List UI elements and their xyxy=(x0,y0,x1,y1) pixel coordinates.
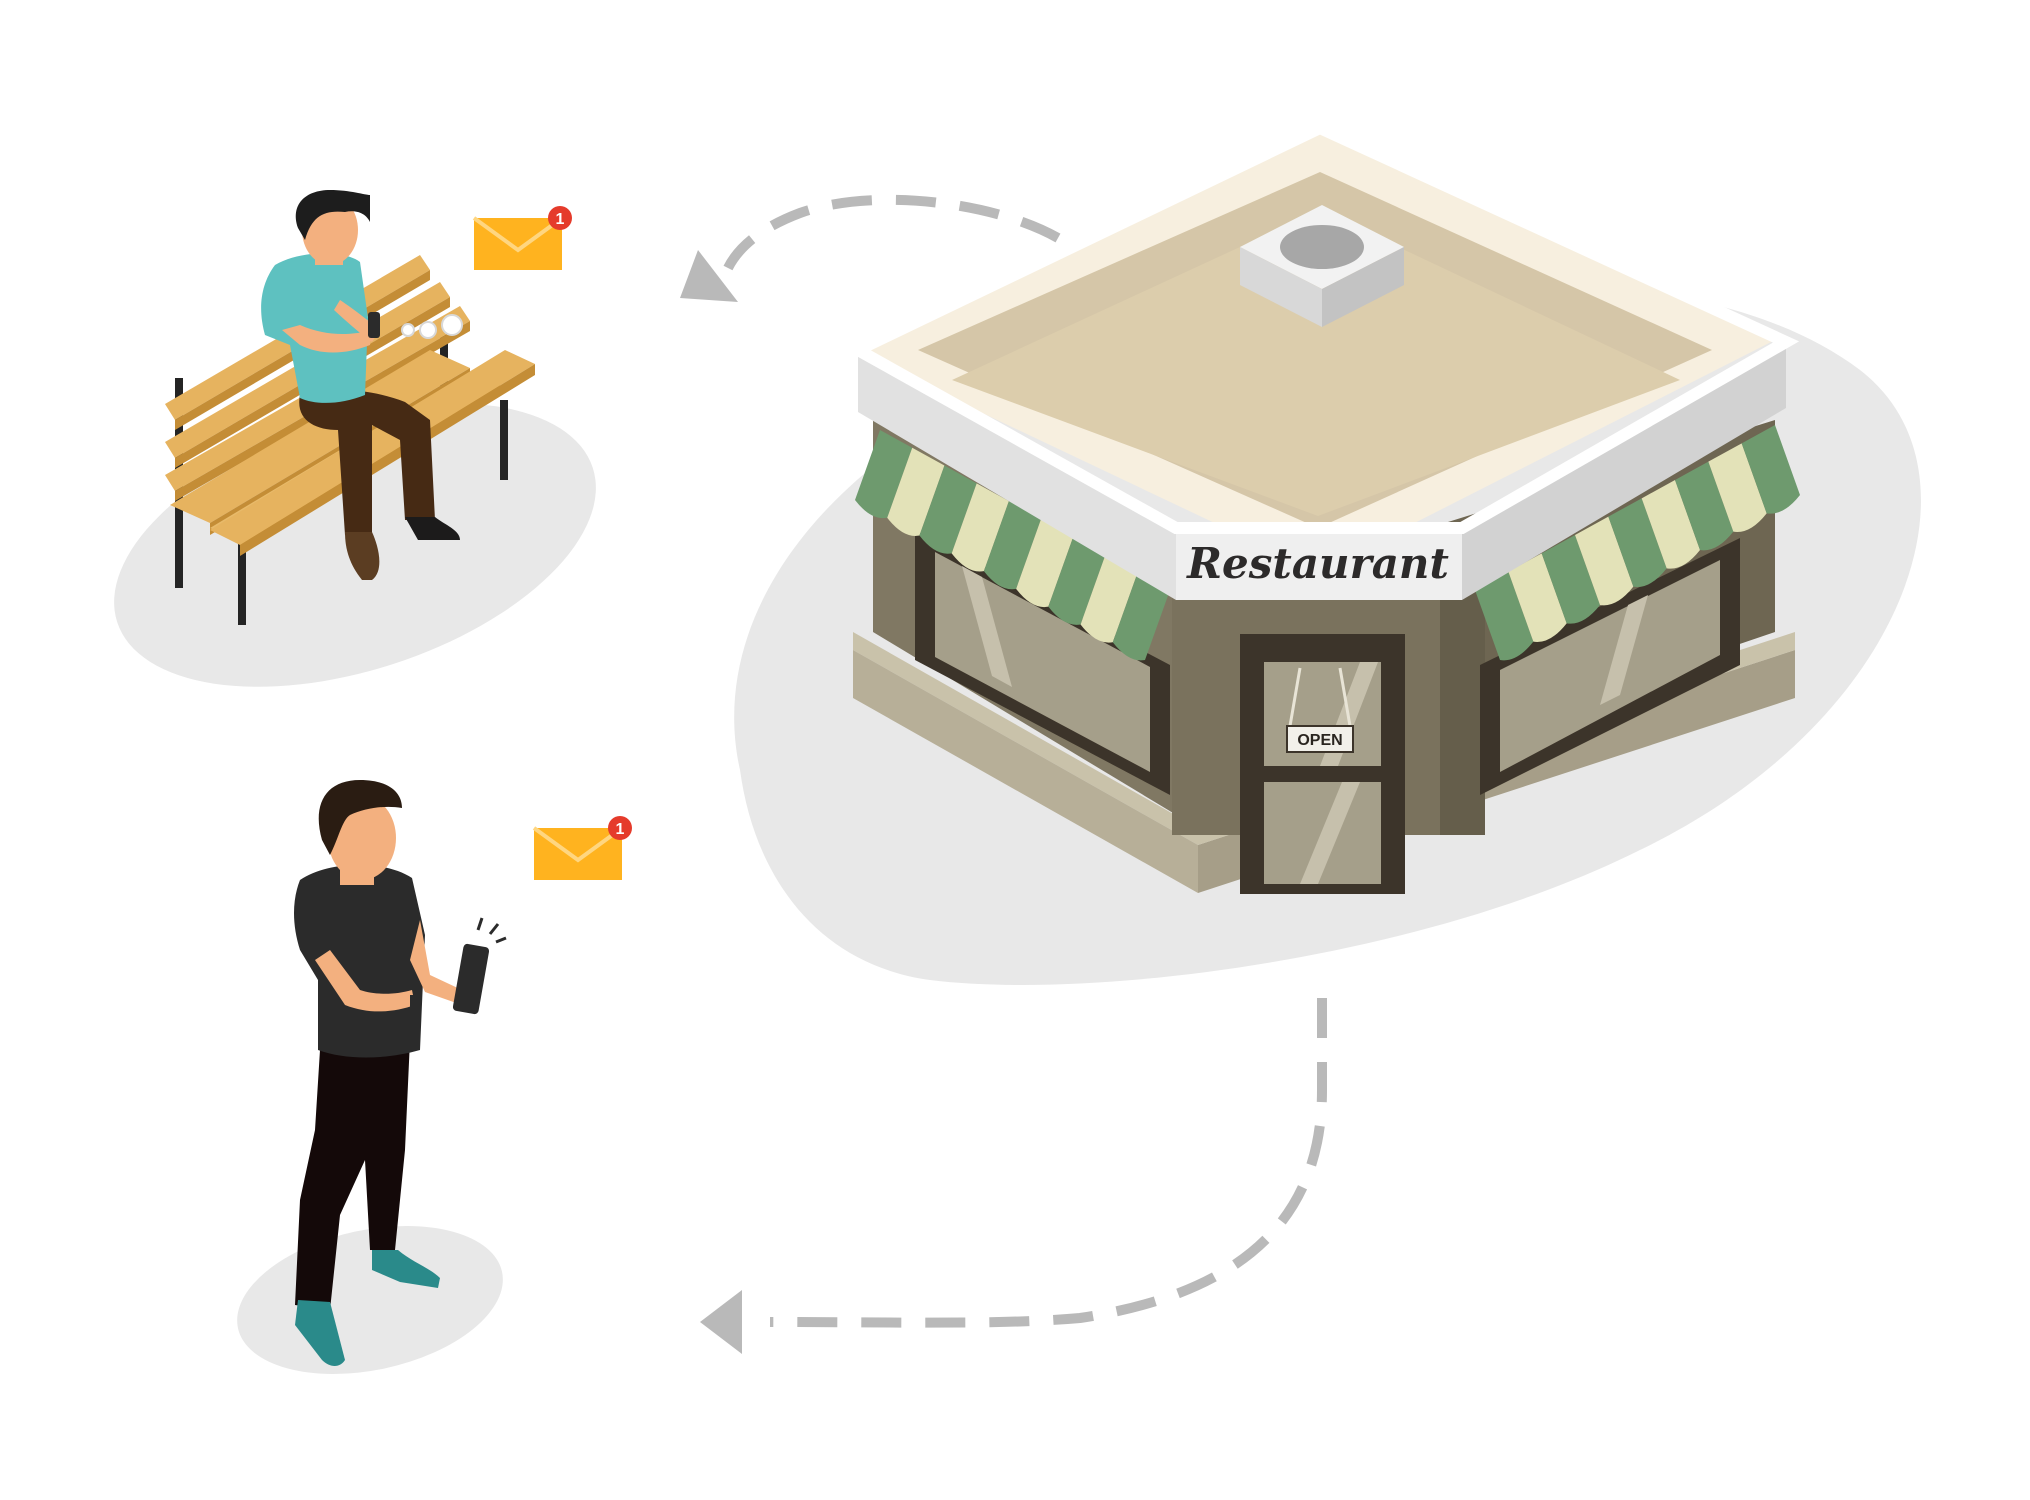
awning-stripe xyxy=(855,430,913,519)
front-pillar-shadow xyxy=(1440,590,1485,835)
bench-notification: 1 xyxy=(472,206,572,270)
bottom-flow-arrow xyxy=(700,998,1327,1354)
standing-person-phone-icon xyxy=(452,943,490,1015)
roof-vent-right xyxy=(1322,247,1404,327)
awning-stripe xyxy=(919,465,977,554)
top-flow-arrow xyxy=(680,194,1061,302)
open-sign xyxy=(1286,725,1354,753)
awning-stripe xyxy=(951,483,1009,572)
awning-stripe xyxy=(1608,498,1667,588)
notification-badge-count: 1 xyxy=(556,211,565,228)
bench-scene: 1 xyxy=(165,190,572,625)
standing-person-hair xyxy=(318,780,402,855)
standing-person-pants xyxy=(295,1040,410,1310)
awning-stripe xyxy=(983,501,1042,590)
standing-person-arm xyxy=(410,920,462,1005)
roof-parapet-left-face xyxy=(858,350,1176,600)
phone-vibration-icon xyxy=(476,917,507,944)
awning-stripe xyxy=(1016,518,1074,608)
bench-seat-slat xyxy=(170,350,470,523)
base-left-top xyxy=(853,632,1198,845)
base-left-face xyxy=(853,650,1198,893)
typing-dot xyxy=(419,321,437,339)
standing-person xyxy=(294,780,507,1366)
roof-vent-hole xyxy=(1280,225,1364,269)
sitting-person-shirt xyxy=(261,253,368,403)
awning-stripe xyxy=(1708,443,1767,533)
left-window-reflection xyxy=(962,566,1012,687)
awning-stripe xyxy=(1641,480,1700,569)
bench-leg xyxy=(238,530,246,625)
sitting-person-arm xyxy=(282,325,372,353)
awning-stripe xyxy=(1048,536,1106,625)
awning-stripe xyxy=(1508,553,1567,643)
top-arrow-head-icon xyxy=(680,250,738,302)
sitting-person-shoe xyxy=(345,532,380,580)
standing-person-shirt xyxy=(294,864,425,1058)
watch-icon xyxy=(410,995,420,1013)
roof-vent-left xyxy=(1240,247,1322,327)
restaurant-sign-text: Restaurant xyxy=(1186,539,1449,588)
right-window-reflection xyxy=(1600,595,1648,705)
sitting-person-phone-icon xyxy=(368,312,380,338)
sign-board xyxy=(1176,528,1462,600)
right-awning xyxy=(1475,425,1800,661)
roof-parapet-right-face xyxy=(1462,342,1786,600)
bench-leg xyxy=(500,400,508,480)
sitting-person-hair xyxy=(295,190,370,240)
sitting-person xyxy=(261,190,463,580)
awning-stripe xyxy=(1112,572,1170,661)
typing-dot xyxy=(401,323,415,337)
bench-seat-slat xyxy=(210,350,535,545)
standing-person-shoe xyxy=(372,1250,440,1288)
standing-person-arm xyxy=(315,950,415,1012)
right-window-glass xyxy=(1500,560,1720,772)
sitting-person-leg xyxy=(299,389,435,535)
awning-stripe xyxy=(1741,425,1800,514)
sitting-person-shoe xyxy=(405,517,460,540)
restaurant-building: OPEN Restaurant xyxy=(844,121,1800,894)
left-awning xyxy=(855,430,1170,661)
bottom-arrow-head-icon xyxy=(700,1290,742,1354)
notification-badge-count: 1 xyxy=(616,821,625,838)
awning-stripe xyxy=(1080,554,1138,643)
notification-badge xyxy=(548,206,572,230)
standing-person-shoe xyxy=(295,1300,345,1366)
roof-surface xyxy=(952,210,1680,516)
standing-notification: 1 xyxy=(532,816,632,880)
open-sign-text: OPEN xyxy=(1297,732,1342,749)
awning-stripe xyxy=(887,447,945,536)
roof-top-rim xyxy=(844,121,1800,534)
awning-stripe xyxy=(1475,571,1534,661)
door-reflection xyxy=(1300,782,1360,884)
notification-badge xyxy=(608,816,632,840)
typing-dot xyxy=(441,314,463,336)
awning-stripe xyxy=(1675,461,1734,551)
awning-stripe xyxy=(1541,535,1600,624)
standing-person-scene: 1 xyxy=(294,780,632,1366)
awning-stripe xyxy=(1575,516,1634,606)
